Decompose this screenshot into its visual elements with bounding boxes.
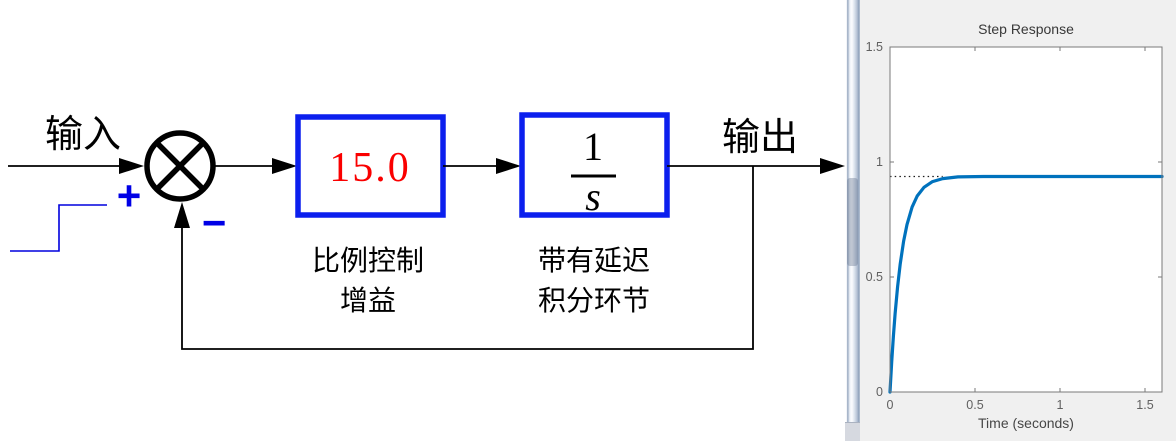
sum-to-gain-arrow — [213, 158, 297, 174]
integrator-caption-line2: 积分环节 — [538, 285, 650, 317]
svg-text:0.5: 0.5 — [966, 398, 983, 412]
output-arrow — [667, 158, 845, 174]
svg-text:1: 1 — [876, 155, 883, 169]
window-splitter[interactable] — [845, 0, 860, 441]
x-axis-label: Time (seconds) — [978, 415, 1074, 431]
integrator-denominator: s — [585, 174, 601, 219]
sum-cross-icon — [155, 141, 205, 191]
minus-sign: − — [202, 199, 227, 246]
figure-panel: Step Response 0 0.5 1 1.5 0 0.5 1 1.5 Time (sec… — [860, 0, 1176, 441]
gain-block: 15.0 — [295, 114, 446, 218]
feedback-arrow — [174, 202, 190, 228]
integrator-fraction: 1 s — [571, 124, 616, 219]
svg-text:0: 0 — [887, 398, 894, 412]
output-label: 输出 — [722, 117, 798, 159]
plus-sign: + — [117, 172, 142, 219]
gain-to-integrator-arrow — [443, 158, 521, 174]
integrator-block: 1 s — [519, 112, 670, 219]
diagram-panel: 输入 + − — [8, 112, 845, 350]
svg-text:0: 0 — [876, 385, 883, 399]
gain-value: 15.0 — [329, 145, 411, 191]
splitter-thumb[interactable] — [847, 178, 858, 266]
splitter-bottom-cap — [845, 422, 860, 441]
block-diagram-svg: 输入 + − — [8, 112, 845, 350]
feedback-line — [174, 166, 754, 350]
chart-title: Step Response — [978, 21, 1074, 37]
step-response-plot: 0 0.5 1 1.5 0 0.5 1 1.5 — [866, 40, 1164, 412]
input-arrow — [8, 158, 144, 174]
svg-text:0.5: 0.5 — [866, 270, 883, 284]
svg-text:1.5: 1.5 — [1136, 398, 1153, 412]
integrator-numerator: 1 — [583, 124, 603, 169]
input-label: 输入 — [45, 114, 121, 156]
svg-text:1.5: 1.5 — [866, 40, 883, 54]
step-signal-icon — [10, 204, 107, 252]
gain-caption-line1: 比例控制 — [312, 245, 424, 277]
sum-junction — [144, 130, 216, 202]
svg-text:1: 1 — [1057, 398, 1064, 412]
gain-caption-line2: 增益 — [340, 285, 396, 317]
integrator-caption-line1: 带有延迟 — [538, 245, 650, 277]
